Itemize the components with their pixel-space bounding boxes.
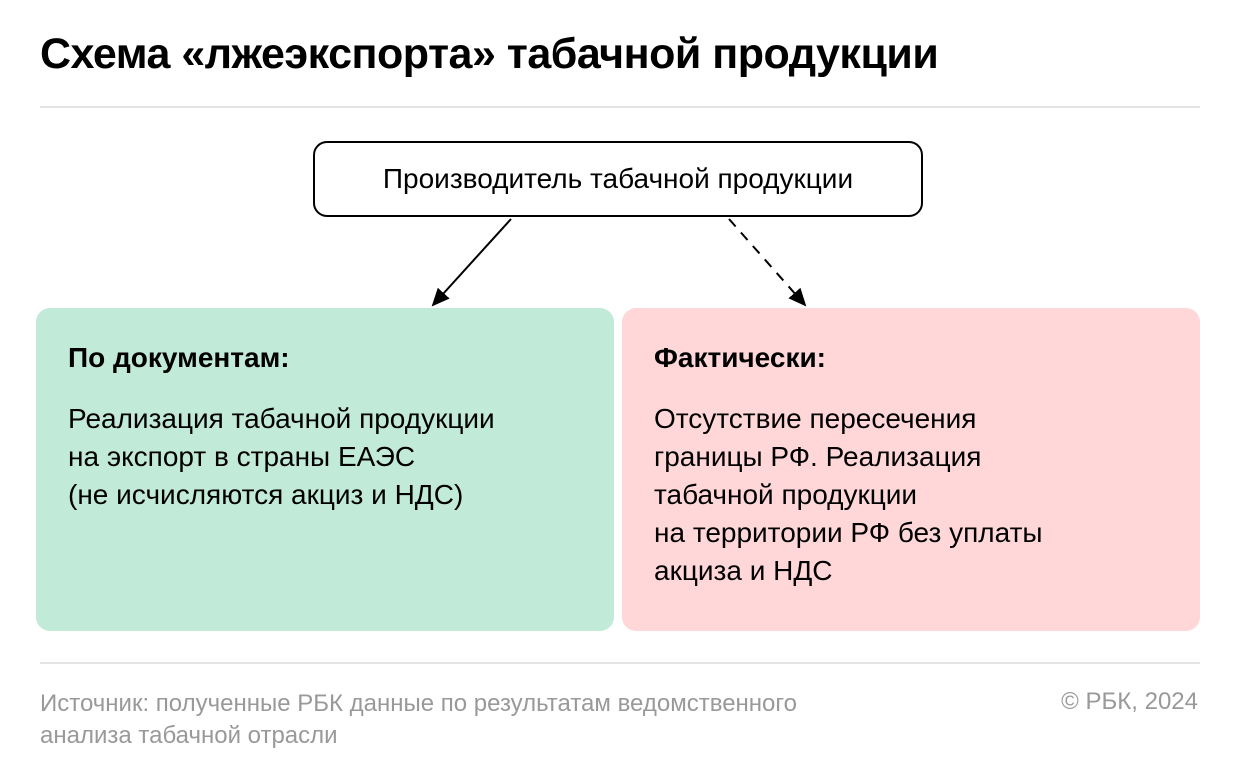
producer-node: Производитель табачной продукции <box>313 141 923 217</box>
arrows <box>431 218 807 307</box>
card-on-paper: По документам: Реализация табачной проду… <box>36 308 614 631</box>
copyright: © РБК, 2024 <box>1061 688 1198 715</box>
card-text: Реализация табачной продукции на экспорт… <box>68 403 495 510</box>
card-actually: Фактически: Отсутствие пересечения грани… <box>622 308 1200 631</box>
divider-bottom <box>40 662 1200 664</box>
source-note: Источник: полученные РБК данные по резул… <box>40 690 797 749</box>
card-text: Отсутствие пересечения границы РФ. Реали… <box>654 403 1043 586</box>
divider-top <box>40 106 1200 108</box>
card-heading: По документам: <box>68 342 290 373</box>
dashed-arrow <box>728 218 807 307</box>
card-heading: Фактически: <box>654 342 826 373</box>
page-title: Схема «лжеэкспорта» табачной продукции <box>40 30 939 78</box>
solid-arrow <box>431 218 512 307</box>
